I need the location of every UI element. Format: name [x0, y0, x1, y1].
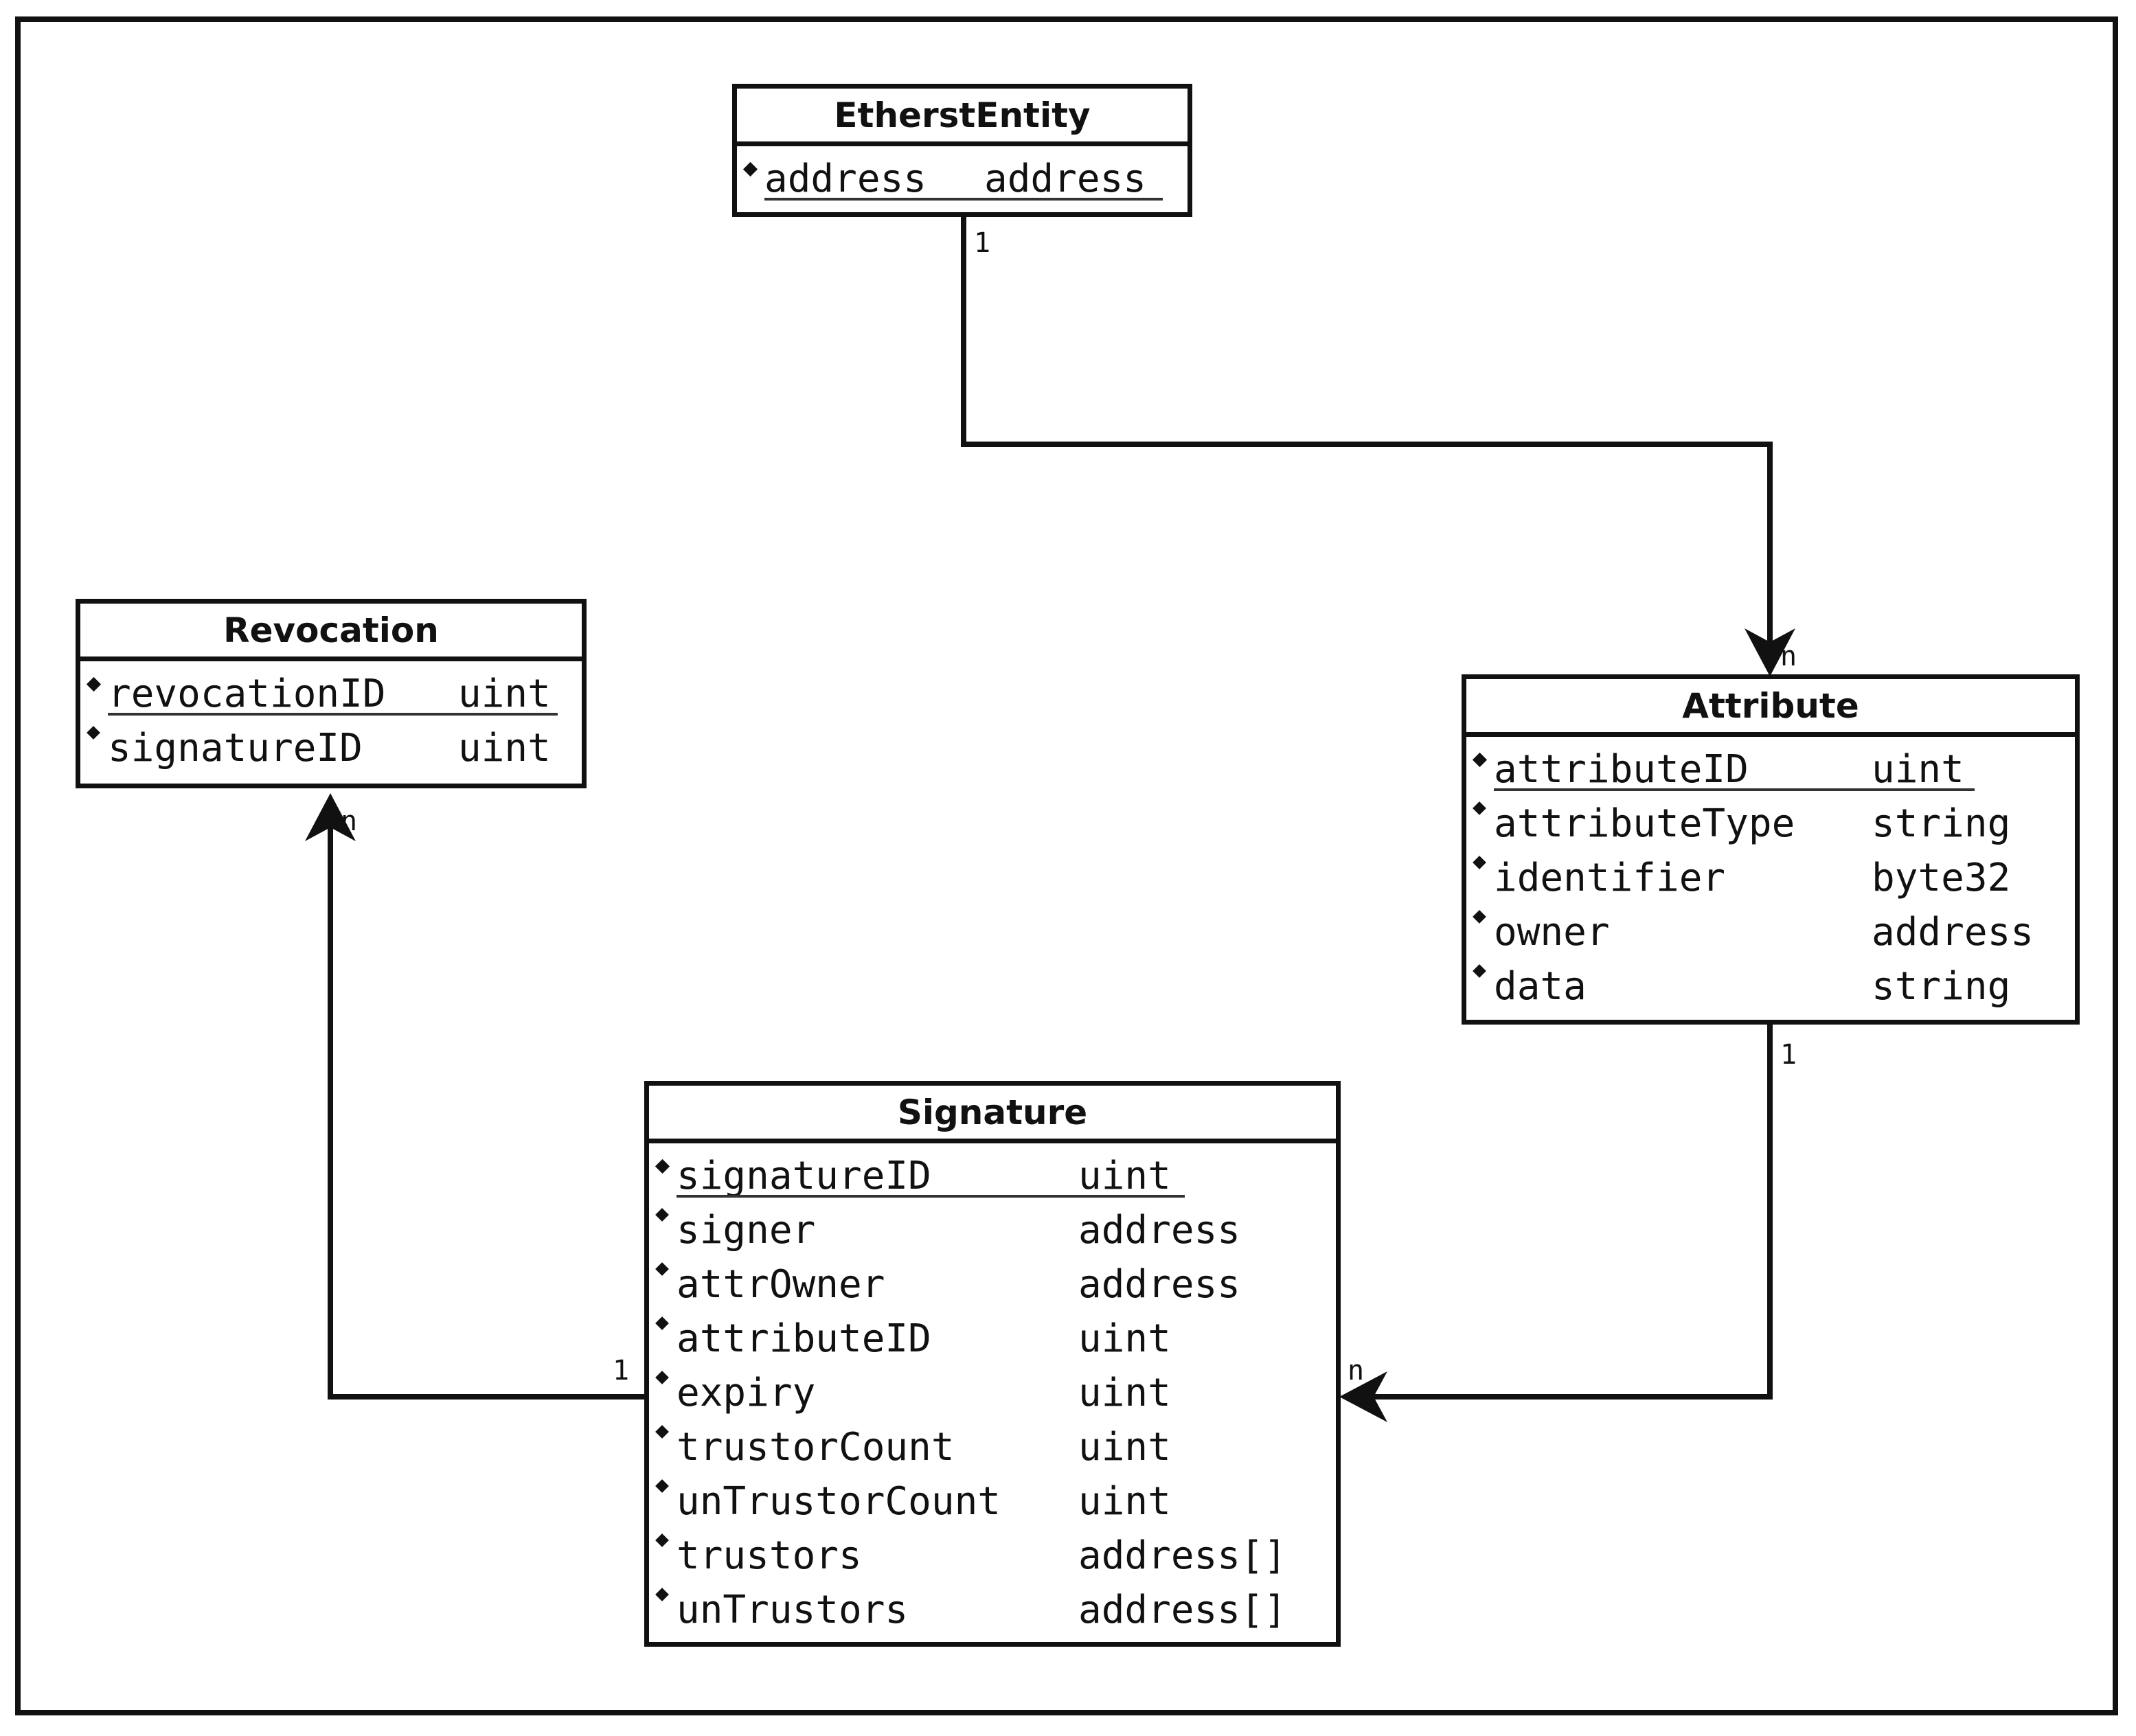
multiplicity-label-revocation-many: n — [341, 806, 358, 837]
key-bullet-icon — [86, 676, 102, 692]
bullet-icon — [655, 1208, 669, 1222]
attribute-name: attrOwner — [677, 1262, 885, 1307]
attribute-type: uint — [1872, 747, 1964, 792]
attribute-row: unTrustorCount uint — [649, 1474, 1336, 1529]
attribute-row: signatureID uint — [80, 721, 582, 775]
bullet-icon — [1473, 801, 1486, 815]
bullet-icon — [655, 1262, 669, 1276]
attribute-name: attributeID — [677, 1316, 931, 1361]
attribute-type: uint — [1078, 1316, 1171, 1361]
key-bullet-icon — [742, 161, 758, 177]
diagram-frame — [15, 16, 2118, 1715]
attribute-row: revocationID uint — [80, 667, 582, 721]
attribute-row: unTrustors address[] — [649, 1583, 1336, 1637]
attribute-type: uint — [1078, 1479, 1171, 1524]
key-bullet-icon — [1472, 752, 1488, 768]
attribute-row: trustors address[] — [649, 1529, 1336, 1583]
attribute-type: address — [1872, 910, 2034, 955]
attribute-type: uint — [458, 672, 551, 716]
attribute-type: string — [1872, 964, 2011, 1009]
attribute-list: revocationID uint signatureID uint — [80, 661, 582, 775]
arrowhead-signature — [1339, 1371, 1387, 1422]
attribute-row: attributeID uint — [649, 1312, 1336, 1366]
bullet-icon — [655, 1425, 669, 1439]
attribute-type: address[] — [1078, 1533, 1287, 1578]
attribute-type: address — [984, 157, 1147, 201]
attribute-type: uint — [1078, 1425, 1171, 1470]
attribute-list: signatureID uint signer address attrOwne… — [649, 1143, 1336, 1637]
attribute-list: attributeID uint attributeType string id… — [1466, 737, 2075, 1014]
attribute-type: address[] — [1078, 1588, 1287, 1632]
attribute-name: unTrustorCount — [677, 1479, 1001, 1524]
attribute-name: unTrustors — [677, 1588, 909, 1632]
primary-key-underline — [108, 713, 558, 716]
attribute-name: revocationID — [108, 672, 386, 716]
bullet-icon — [87, 726, 100, 740]
connector-attribute-to-signature — [1374, 1025, 1773, 1400]
bullet-icon — [1473, 856, 1486, 869]
attribute-row: address address — [737, 152, 1188, 206]
attribute-name: owner — [1494, 910, 1610, 955]
attribute-name: signatureID — [108, 726, 363, 770]
multiplicity-label-attribute-many: n — [1780, 641, 1797, 672]
attribute-name: attributeID — [1494, 747, 1749, 792]
attribute-name: trustorCount — [677, 1425, 955, 1470]
attribute-row: attributeType string — [1466, 797, 2075, 851]
multiplicity-label-signature-many: n — [1348, 1355, 1365, 1386]
attribute-row: signatureID uint — [649, 1149, 1336, 1203]
entity-attribute[interactable]: Attribute attributeID uint attributeType… — [1462, 674, 2080, 1025]
connector-etherst-to-attribute — [961, 217, 1773, 642]
bullet-icon — [655, 1533, 669, 1547]
arrowhead-attribute — [1745, 628, 1795, 676]
attribute-name: signatureID — [677, 1154, 931, 1198]
bullet-icon — [655, 1316, 669, 1330]
attribute-type: uint — [1078, 1154, 1171, 1198]
attribute-name: signer — [677, 1208, 816, 1253]
bullet-icon — [655, 1588, 669, 1601]
attribute-row: signer address — [649, 1203, 1336, 1257]
entity-title: EtherstEntity — [737, 89, 1188, 146]
multiplicity-label-attribute-one: 1 — [1780, 1039, 1797, 1071]
attribute-row: data string — [1466, 959, 2075, 1014]
entity-revocation[interactable]: Revocation revocationID uint signatureID… — [76, 599, 587, 788]
attribute-name: identifier — [1494, 856, 1726, 900]
attribute-list: address address — [737, 146, 1188, 206]
entity-signature[interactable]: Signature signatureID uint signer addres… — [644, 1081, 1341, 1647]
primary-key-underline — [1494, 788, 1975, 791]
entity-title: Signature — [649, 1086, 1336, 1143]
entity-etherst-entity[interactable]: EtherstEntity address address — [732, 84, 1192, 217]
attribute-name: trustors — [677, 1533, 862, 1578]
bullet-icon — [655, 1479, 669, 1493]
attribute-name: address — [764, 157, 927, 201]
entity-title: Revocation — [80, 604, 582, 661]
multiplicity-label-etherst-one: 1 — [974, 227, 991, 259]
bullet-icon — [1473, 964, 1486, 978]
attribute-type: byte32 — [1872, 856, 2011, 900]
attribute-row: trustorCount uint — [649, 1420, 1336, 1474]
attribute-type: uint — [1078, 1371, 1171, 1415]
attribute-row: attrOwner address — [649, 1257, 1336, 1312]
attribute-name: data — [1494, 964, 1587, 1009]
bullet-icon — [1473, 910, 1486, 924]
multiplicity-label-signature-one: 1 — [613, 1355, 630, 1386]
attribute-type: string — [1872, 801, 2011, 846]
entity-title: Attribute — [1466, 679, 2075, 737]
attribute-name: attributeType — [1494, 801, 1795, 846]
attribute-type: address — [1078, 1262, 1241, 1307]
arrowhead-revocation — [305, 793, 356, 841]
attribute-type: uint — [458, 726, 551, 770]
attribute-type: address — [1078, 1208, 1241, 1253]
attribute-name: expiry — [677, 1371, 816, 1415]
attribute-row: attributeID uint — [1466, 742, 2075, 797]
connector-signature-to-revocation — [328, 827, 646, 1400]
key-bullet-icon — [655, 1158, 670, 1174]
attribute-row: owner address — [1466, 905, 2075, 959]
attribute-row: identifier byte32 — [1466, 851, 2075, 905]
primary-key-underline — [677, 1195, 1185, 1198]
primary-key-underline — [764, 198, 1163, 201]
attribute-row: expiry uint — [649, 1366, 1336, 1420]
bullet-icon — [655, 1371, 669, 1384]
